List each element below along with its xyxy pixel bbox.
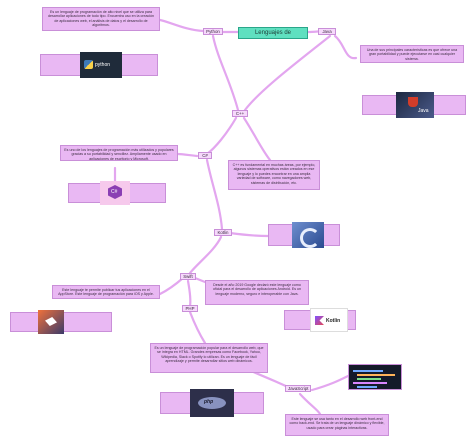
php-logo-icon xyxy=(198,397,226,409)
node-java: Java xyxy=(318,28,336,35)
kotlin-logo-label: Kotlin xyxy=(326,318,341,324)
java-logo-image: Java xyxy=(396,92,434,118)
csharp-description: Es uno de los lenguajes de programación … xyxy=(60,145,178,161)
php-logo-label: php xyxy=(204,399,214,405)
python-description: Es un lenguaje de programación de alto n… xyxy=(42,7,160,31)
python-logo-image: python xyxy=(80,52,122,78)
node-kotlin: Kotlin xyxy=(214,229,232,236)
node-php: PHP xyxy=(182,305,198,312)
node-swift: Swift xyxy=(180,273,196,280)
node-csharp: C# xyxy=(198,152,212,159)
cpp-logo-icon xyxy=(300,228,320,248)
swift-description: Este lenguaje te permite publicar tus ap… xyxy=(52,285,160,299)
python-logo-label: python xyxy=(95,62,111,68)
php-logo-image: php xyxy=(190,389,234,417)
javascript-code-image xyxy=(348,364,402,390)
swift-image xyxy=(38,310,64,334)
kotlin-k-icon xyxy=(315,316,324,325)
node-cpp: C++ xyxy=(232,110,248,117)
php-description: Es un lenguaje de programación popular p… xyxy=(150,343,268,373)
node-javascript: JavaScript xyxy=(285,385,311,392)
kotlin-description: Desde el año 2019 Google declaró este le… xyxy=(205,280,309,305)
python-logo-icon xyxy=(84,60,93,69)
cpp-description: C++ es fundamental en muchas áreas, por … xyxy=(228,160,320,190)
java-description: Una de sus principales características e… xyxy=(360,45,464,63)
java-logo-label: Java xyxy=(418,108,429,114)
csharp-logo-label: C# xyxy=(111,189,118,195)
csharp-hexagon-icon xyxy=(108,185,122,199)
swift-bird-icon xyxy=(45,317,57,326)
cpp-image xyxy=(292,222,324,248)
csharp-logo-image: C# xyxy=(100,181,130,205)
javascript-description: Este lenguaje se usa tanto en el desarro… xyxy=(285,414,389,436)
node-python: Python xyxy=(203,28,223,35)
main-title: Lenguajes de programación xyxy=(238,27,308,39)
kotlin-logo-image: Kotlin xyxy=(310,308,348,332)
java-cup-icon xyxy=(408,97,418,107)
